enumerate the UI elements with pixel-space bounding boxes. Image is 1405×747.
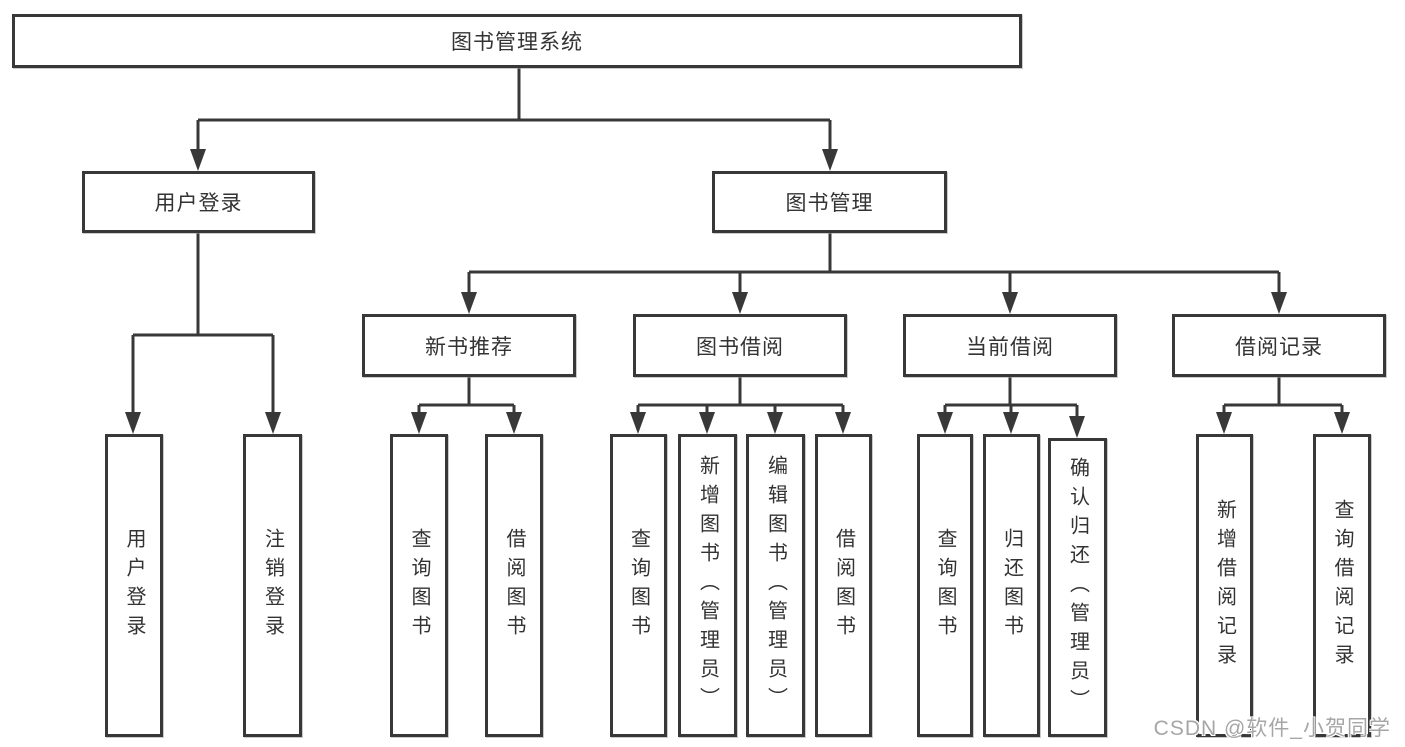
leaf-query-books-borrow: 查询图书 [610, 434, 667, 737]
leaf-label: 新增图书（管理员） [696, 455, 719, 716]
node-current-borrow: 当前借阅 [903, 314, 1117, 377]
leaf-user-login: 用户登录 [105, 434, 163, 737]
node-label: 图书管理系统 [451, 31, 583, 54]
leaf-label: 查询图书 [408, 527, 430, 644]
node-label: 借阅记录 [1235, 335, 1323, 359]
node-label: 新书推荐 [425, 335, 513, 359]
leaf-query-borrow-record: 查询借阅记录 [1313, 434, 1371, 737]
leaf-logout: 注销登录 [243, 434, 302, 737]
node-label: 用户登录 [154, 192, 243, 215]
node-label: 图书借阅 [696, 335, 784, 359]
leaf-label: 借阅图书 [503, 527, 525, 644]
leaf-label: 注销登录 [261, 527, 284, 644]
leaf-query-books-recommend: 查询图书 [390, 434, 448, 737]
node-borrow-records: 借阅记录 [1172, 314, 1386, 377]
csdn-watermark: CSDN @软件_小贺同学 [1153, 717, 1391, 740]
node-user-login: 用户登录 [82, 171, 315, 233]
leaf-return-books: 归还图书 [983, 434, 1040, 737]
leaf-label: 确认归还（管理员） [1066, 457, 1089, 718]
leaf-label: 编辑图书（管理员） [764, 455, 787, 716]
leaf-query-books-current: 查询图书 [917, 434, 973, 737]
leaf-label: 归还图书 [1000, 527, 1023, 644]
node-label: 图书管理 [785, 192, 874, 215]
leaf-add-books-admin: 新增图书（管理员） [678, 434, 737, 737]
leaf-label: 借阅图书 [832, 527, 855, 644]
leaf-label: 用户登录 [123, 527, 145, 644]
leaf-edit-books-admin: 编辑图书（管理员） [746, 434, 805, 737]
node-label: 当前借阅 [966, 335, 1054, 359]
leaf-label: 查询图书 [934, 527, 956, 644]
arrowheads [125, 149, 1350, 438]
leaf-label: 查询图书 [627, 527, 650, 644]
node-book-borrow: 图书借阅 [633, 314, 847, 377]
leaf-confirm-return-admin: 确认归还（管理员） [1048, 438, 1107, 737]
leaf-borrow-books: 借阅图书 [815, 434, 872, 737]
leaf-label: 查询借阅记录 [1331, 498, 1353, 673]
leaf-add-borrow-record: 新增借阅记录 [1196, 434, 1253, 737]
node-library-system: 图书管理系统 [12, 14, 1022, 68]
leaf-label: 新增借阅记录 [1213, 498, 1236, 673]
leaf-borrow-books-recommend: 借阅图书 [485, 434, 543, 737]
node-new-book-recommend: 新书推荐 [362, 314, 576, 377]
node-book-management: 图书管理 [712, 171, 947, 233]
